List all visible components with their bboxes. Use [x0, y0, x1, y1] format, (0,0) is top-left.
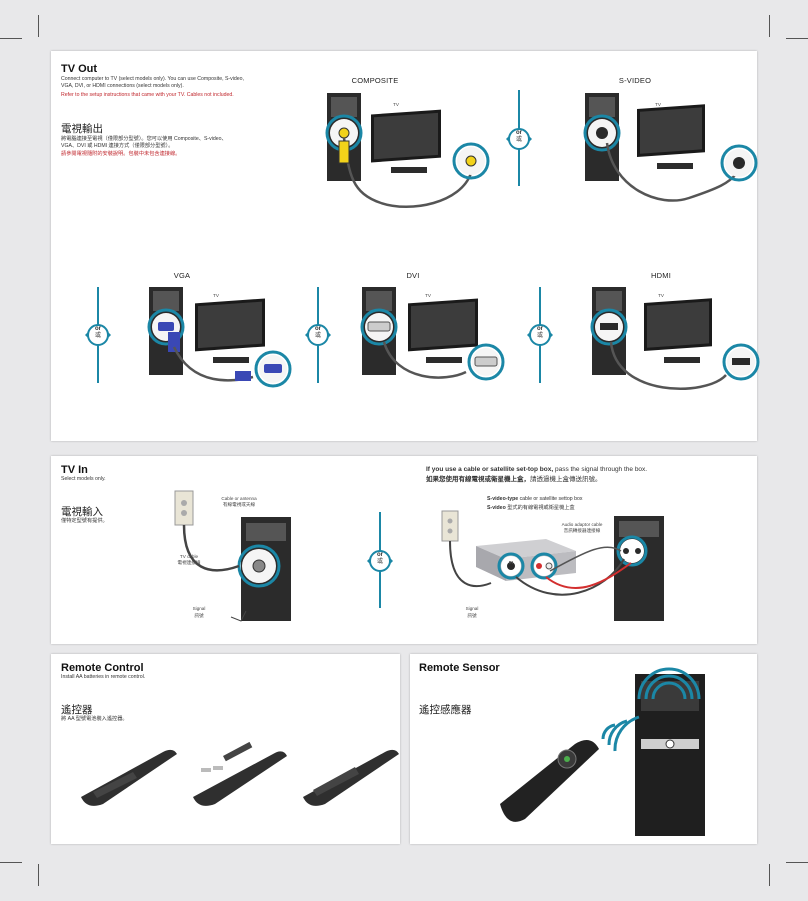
remote-control-panel: Remote Control Install AA batteries in r…: [51, 654, 400, 844]
remote-battery-diagram: [81, 741, 399, 806]
composite-diagram: [325, 93, 490, 208]
svideo-type-bold: S-video-type: [487, 496, 519, 502]
svideo-type-rest: cable or satellite settop box: [518, 496, 583, 502]
settop-heading-bold: If you use a cable or satellite set-top …: [426, 466, 554, 473]
settop-heading-rest: pass the signal through the box.: [553, 466, 648, 473]
crop-mark: [38, 864, 39, 886]
or-text: or: [537, 326, 543, 332]
or-text-cjk: 或: [94, 333, 101, 339]
or-badge-composite: [506, 128, 532, 150]
settop-heading: If you use a cable or satellite set-top …: [426, 466, 647, 473]
crop-mark: [0, 38, 22, 39]
crop-mark: [0, 862, 22, 863]
vga-diagram: [147, 287, 292, 388]
signal-label-1-cjk: 訊號: [194, 613, 204, 618]
tv-in-cjk-title: 電視輸入: [61, 506, 103, 518]
or-text: or: [95, 326, 101, 332]
svideo-label: S-VIDEO: [618, 76, 652, 85]
tv-cable-label-cjk: 電視連接線: [177, 560, 201, 565]
crop-mark: [38, 15, 39, 37]
svideo-cjk-bold: S-video: [487, 505, 506, 511]
tv-out-desc-2: VGA, DVI, or HDMI connections (select mo…: [61, 83, 184, 89]
dvi-diagram: [360, 287, 505, 381]
or-text-cjk: 或: [515, 137, 522, 143]
signal-label-2: Signal: [465, 606, 479, 611]
settop-heading-cjk: 如果您使用有線電視或衛星機上盒，請透過機上盒傳送訊號。: [426, 476, 602, 483]
tv-out-cjk-title: 電視輸出: [61, 123, 103, 135]
hdmi-diagram: [590, 287, 760, 390]
settop-heading-cjk-bold: 如果您使用有線電視或衛星機上盒，: [426, 476, 530, 483]
tv-in-title: TV In: [61, 464, 88, 476]
remote-control-cjk-desc: 將 AA 型號電池裝入遙控器。: [61, 716, 128, 722]
vga-tv-label: TV: [213, 293, 219, 298]
remote-control-cjk-title: 遙控器: [61, 704, 93, 716]
tv-out-cjk-note: 請參閱電視隨附的安裝說明。包裝中未包含連接線。: [61, 151, 181, 157]
svideo-type-line: S-video-type cable or satellite settop b…: [487, 496, 582, 503]
or-badge-tv-in: [367, 550, 393, 572]
tv-out-title: TV Out: [61, 63, 98, 75]
tv-in-diagram: [174, 490, 291, 622]
signal-label-1: Signal: [192, 606, 206, 611]
settop-diagram: [441, 510, 664, 621]
composite-label: COMPOSITE: [351, 76, 399, 85]
crop-mark: [769, 864, 770, 886]
remote-control-desc: Install AA batteries in remote control.: [61, 674, 146, 680]
tv-out-cjk-desc-1: 將電腦連接至電視（僅限部分型號）。您可以使用 Composite、S-video…: [61, 136, 227, 142]
tv-out-note: Refer to the setup instructions that cam…: [61, 92, 234, 98]
svideo-cjk-rest: 型式的有線電視或衛星機上盒: [505, 505, 575, 511]
tv-out-panel: TV Out Connect computer to TV (select mo…: [51, 51, 760, 441]
audio-adaptor-label-cjk: 音訊轉接器連接線: [563, 528, 601, 533]
in-label: IN: [508, 560, 514, 565]
tv-out-desc-1: Connect computer to TV (select models on…: [61, 76, 244, 82]
audio-adaptor-label: Audio adaptor cable: [561, 522, 603, 527]
remote-control-title: Remote Control: [61, 662, 144, 674]
remote-sensor-title: Remote Sensor: [419, 662, 500, 674]
or-badge-dvi: [305, 324, 331, 346]
or-badge-vga: [85, 324, 111, 346]
cable-antenna-label: Cable or antenna: [221, 496, 257, 501]
signal-label-2-cjk: 訊號: [467, 613, 477, 618]
tv-in-desc: Select models only.: [61, 476, 106, 482]
composite-tv-label: TV: [393, 102, 399, 107]
settop-heading-cjk-rest: 請透過機上盒傳送訊號。: [530, 476, 602, 483]
remote-sensor-cjk-title: 遙控感應器: [419, 704, 472, 716]
hdmi-tv-label: TV: [658, 293, 664, 298]
remote-sensor-panel: Remote Sensor 遙控感應器: [410, 654, 757, 844]
vga-label: VGA: [173, 271, 191, 280]
cable-antenna-label-cjk: 有線電視或天線: [222, 502, 256, 507]
or-text-cjk: 或: [536, 333, 543, 339]
or-text: or: [377, 552, 383, 558]
remote-sensor-diagram: [500, 667, 705, 836]
crop-mark: [769, 15, 770, 37]
svideo-tv-label: TV: [655, 102, 661, 107]
or-text: or: [516, 130, 522, 136]
svideo-diagram: [583, 93, 758, 202]
or-badge-hdmi: [527, 324, 553, 346]
tv-in-panel: TV In Select models only. 電視輸入 僅特定型號有提供。…: [51, 456, 757, 644]
dvi-label: DVI: [406, 271, 420, 280]
or-text: or: [315, 326, 321, 332]
crop-mark: [786, 862, 808, 863]
or-text-cjk: 或: [314, 333, 321, 339]
or-text-cjk: 或: [376, 559, 383, 565]
tv-in-cjk-desc: 僅特定型號有提供。: [61, 518, 108, 524]
dvi-tv-label: TV: [425, 293, 431, 298]
svideo-type-line-cjk: S-video 型式的有線電視或衛星機上盒: [487, 505, 575, 512]
tv-out-cjk-desc-2: VGA、DVI 或 HDMI 連接方式（僅限部分型號）。: [61, 143, 174, 149]
crop-mark: [786, 38, 808, 39]
hdmi-label: HDMI: [651, 271, 671, 280]
tv-cable-label: TV cable: [179, 554, 199, 559]
